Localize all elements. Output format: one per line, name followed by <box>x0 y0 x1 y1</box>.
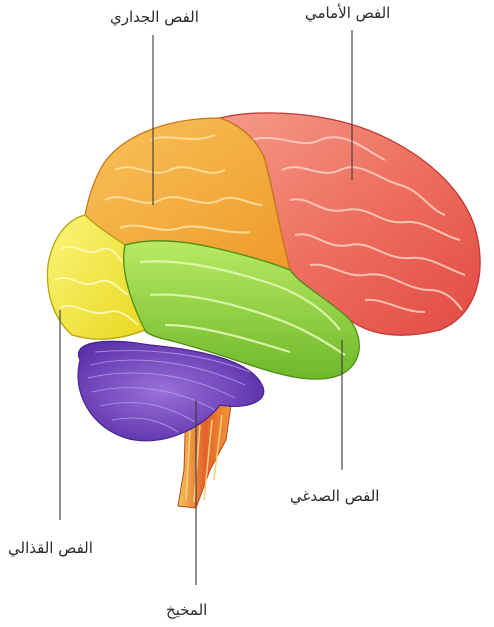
label-parietal-lobe: الفص الجداري <box>110 10 199 25</box>
label-cerebellum: المخيخ <box>166 603 207 618</box>
label-temporal-lobe: الفص الصدغي <box>290 489 379 504</box>
label-frontal-lobe: الفص الأمامي <box>305 6 390 21</box>
label-occipital-lobe: الفص القذالي <box>8 541 93 556</box>
